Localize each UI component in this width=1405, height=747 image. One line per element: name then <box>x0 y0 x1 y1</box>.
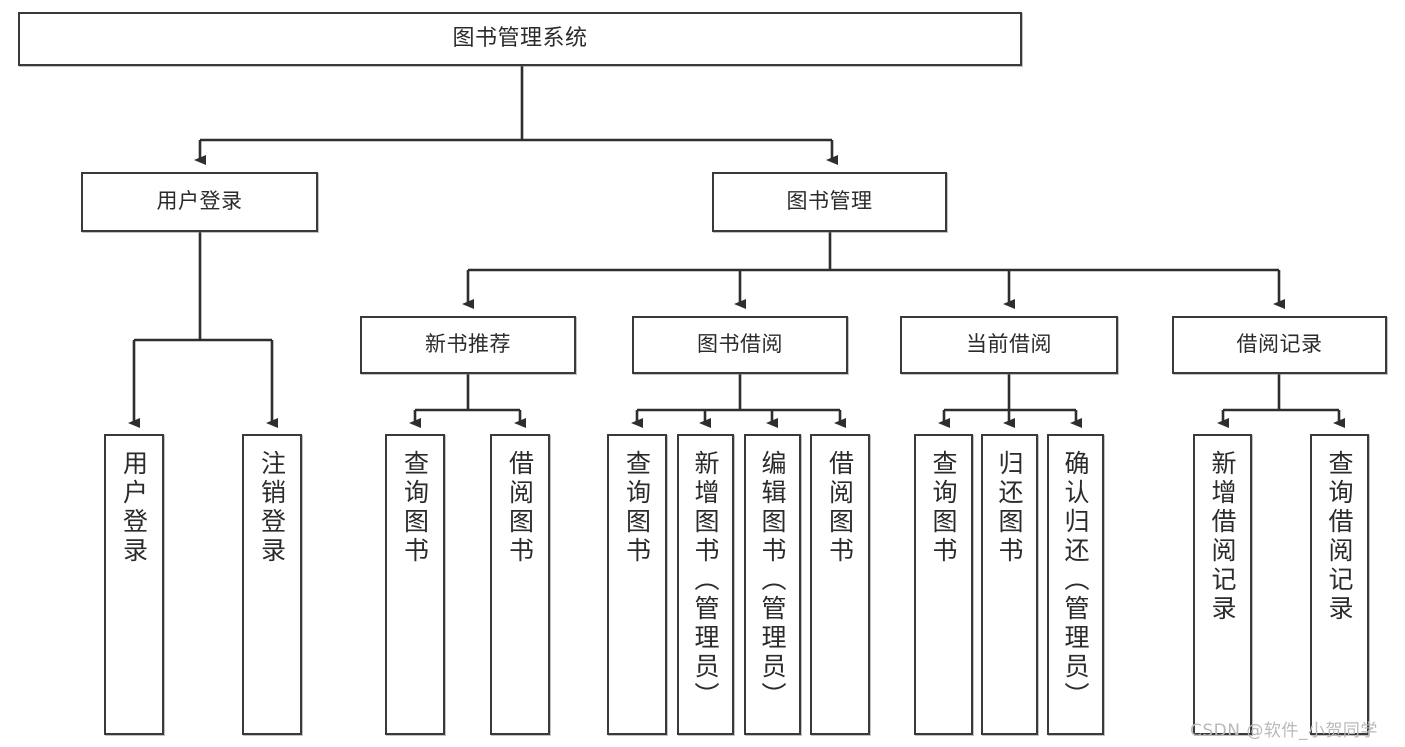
leaf-recommend-query-book[interactable]: 查询图书 <box>385 434 445 735</box>
leaf-current-confirm-return-admin[interactable]: 确认归还（管理员） <box>1047 434 1104 735</box>
node-label: 借阅记录 <box>1236 332 1323 357</box>
leaf-borrow-borrow-book[interactable]: 借阅图书 <box>810 434 870 735</box>
node-label: 当前借阅 <box>966 332 1052 357</box>
node-book-management[interactable]: 图书管理 <box>712 172 947 232</box>
leaf-record-query-record[interactable]: 查询借阅记录 <box>1310 434 1369 735</box>
leaf-user-logout[interactable]: 注销登录 <box>242 434 302 735</box>
leaf-user-login[interactable]: 用户登录 <box>104 434 164 735</box>
leaf-current-query-book[interactable]: 查询图书 <box>914 434 973 735</box>
node-label: 查询图书 <box>400 450 430 566</box>
node-label: 用户登录 <box>156 189 243 214</box>
leaf-borrow-edit-book-admin[interactable]: 编辑图书（管理员） <box>744 434 801 735</box>
leaf-record-add-record[interactable]: 新增借阅记录 <box>1193 434 1252 735</box>
leaf-borrow-add-book-admin[interactable]: 新增图书（管理员） <box>677 434 734 735</box>
node-label: 图书管理系统 <box>452 25 588 51</box>
leaf-current-return-book[interactable]: 归还图书 <box>981 434 1038 735</box>
node-root-system[interactable]: 图书管理系统 <box>18 12 1022 66</box>
node-label: 归还图书 <box>995 450 1024 566</box>
node-borrow-record[interactable]: 借阅记录 <box>1172 316 1387 374</box>
node-label: 查询图书 <box>929 450 958 566</box>
node-label: 用户登录 <box>119 450 149 566</box>
node-label: 注销登录 <box>257 450 287 566</box>
watermark: CSDN @软件_小贺同学 <box>1190 721 1378 741</box>
node-label: 新增借阅记录 <box>1208 450 1237 624</box>
node-label: 编辑图书（管理员） <box>758 450 787 711</box>
node-user-login[interactable]: 用户登录 <box>81 172 318 232</box>
node-label: 借阅图书 <box>505 450 535 566</box>
node-label: 图书借阅 <box>697 332 783 357</box>
node-book-borrow[interactable]: 图书借阅 <box>632 316 848 374</box>
node-label: 新书推荐 <box>425 332 511 357</box>
node-label: 图书管理 <box>786 189 873 214</box>
node-label: 查询图书 <box>622 450 652 566</box>
node-label: 新增图书（管理员） <box>691 450 720 711</box>
node-label: 借阅图书 <box>825 450 855 566</box>
node-current-borrow[interactable]: 当前借阅 <box>900 316 1118 374</box>
node-label: 确认归还（管理员） <box>1061 450 1090 711</box>
leaf-recommend-borrow-book[interactable]: 借阅图书 <box>490 434 550 735</box>
leaf-borrow-query-book[interactable]: 查询图书 <box>607 434 667 735</box>
node-label: 查询借阅记录 <box>1325 450 1354 624</box>
node-new-book-recommend[interactable]: 新书推荐 <box>360 316 576 374</box>
